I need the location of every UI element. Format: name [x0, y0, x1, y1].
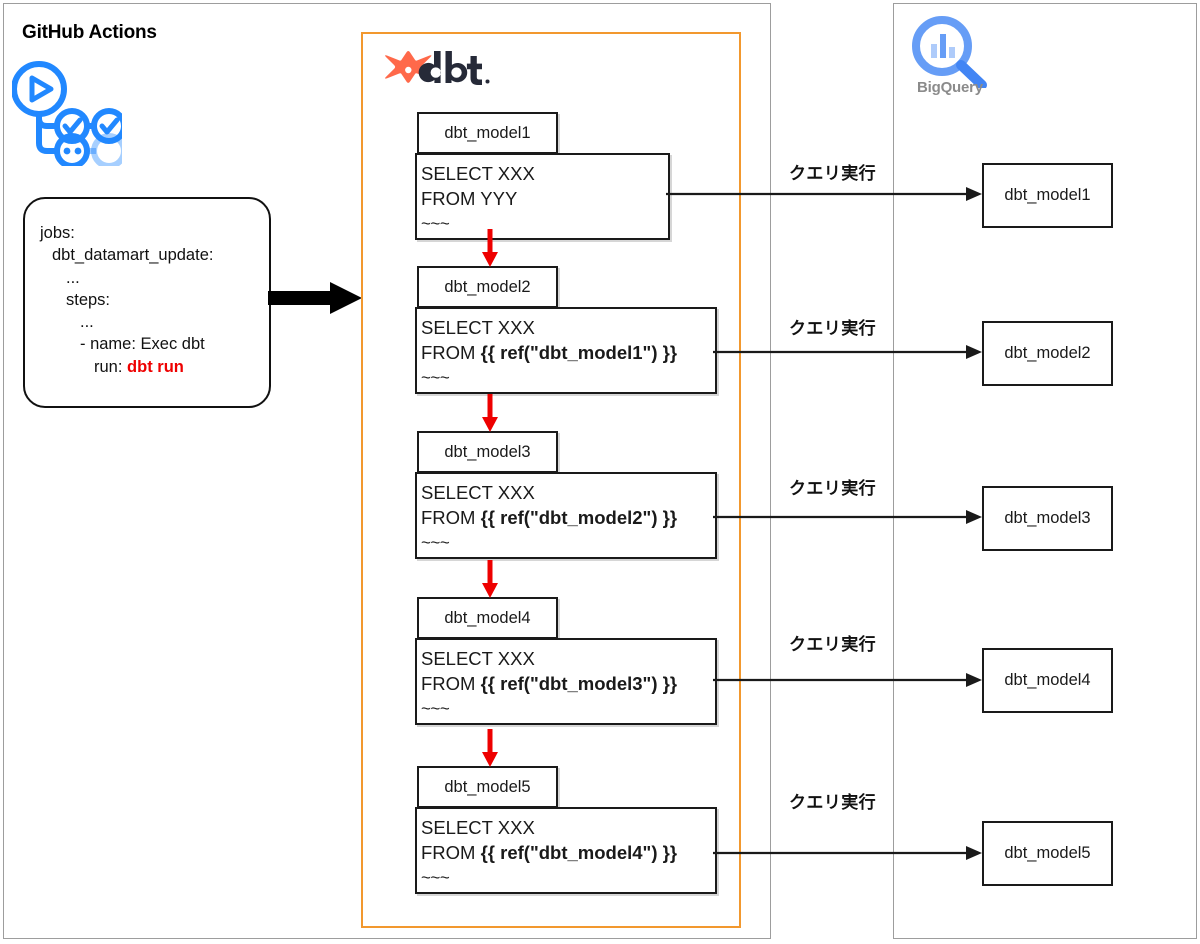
query-exec-label: クエリ実行 [789, 793, 876, 812]
sql-select-line: SELECT XXX [421, 648, 535, 669]
dbt-model-name: dbt_model3 [417, 431, 558, 473]
sql-ellipsis: ~~~ [421, 214, 450, 233]
query-exec-label: クエリ実行 [789, 319, 876, 338]
bigquery-table-box: dbt_model1 [982, 163, 1113, 228]
query-exec-label: クエリ実行 [789, 479, 876, 498]
sql-select-line: SELECT XXX [421, 482, 535, 503]
dependency-arrow-icon [479, 560, 501, 600]
yaml-line: - name: Exec dbt [80, 335, 205, 354]
bigquery-logo-label: BigQuery [917, 79, 983, 96]
dependency-arrow-icon [479, 394, 501, 434]
sql-ellipsis: ~~~ [421, 368, 450, 387]
bigquery-table-box: dbt_model4 [982, 648, 1113, 713]
yaml-line: dbt_datamart_update: [52, 246, 214, 265]
dbt-model-sql: SELECT XXX FROM {{ ref("dbt_model4") }} … [415, 807, 717, 894]
yaml-line: ... [80, 313, 94, 332]
github-actions-title: GitHub Actions [22, 22, 157, 43]
yaml-line: ... [66, 268, 80, 287]
bigquery-magnifier-icon [906, 14, 992, 90]
dbt-model-sql: SELECT XXX FROM {{ ref("dbt_model1") }} … [415, 307, 717, 394]
sql-from-ref: {{ ref("dbt_model4") }} [480, 841, 678, 863]
dbt-model-name: dbt_model5 [417, 766, 558, 808]
workflow-yaml-code: jobs: dbt_datamart_update: ... steps: ..… [40, 222, 213, 378]
sql-ellipsis: ~~~ [421, 533, 450, 552]
sql-from-prefix: FROM [421, 841, 481, 863]
yaml-run-command: dbt run [127, 357, 184, 376]
query-exec-label: クエリ実行 [789, 164, 876, 183]
sql-from-ref: {{ ref("dbt_model3") }} [480, 672, 678, 694]
query-exec-arrow-icon [713, 330, 986, 374]
sql-from-prefix: FROM [421, 187, 481, 209]
sql-ellipsis: ~~~ [421, 699, 450, 718]
query-exec-arrow-icon [666, 172, 986, 216]
sql-from-prefix: FROM [421, 506, 481, 528]
bigquery-table-box: dbt_model3 [982, 486, 1113, 551]
dbt-model-sql: SELECT XXX FROM {{ ref("dbt_model3") }} … [415, 638, 717, 725]
dbt-logo-icon [382, 47, 494, 93]
yaml-line: steps: [66, 290, 111, 309]
yaml-line: run: dbt run [40, 358, 184, 376]
yaml-line: jobs: [40, 224, 75, 242]
sql-from-ref: {{ ref("dbt_model2") }} [480, 506, 678, 528]
workflow-yaml-box [23, 197, 271, 408]
github-actions-icon [11, 58, 127, 169]
dbt-model-name: dbt_model4 [417, 597, 558, 639]
sql-from-prefix: FROM [421, 672, 481, 694]
sql-from-prefix: FROM [421, 341, 481, 363]
sql-from-ref: {{ ref("dbt_model1") }} [480, 341, 678, 363]
sql-select-line: SELECT XXX [421, 317, 535, 338]
dbt-model-sql: SELECT XXX FROM {{ ref("dbt_model2") }} … [415, 472, 717, 559]
query-exec-arrow-icon [713, 495, 986, 539]
sql-select-line: SELECT XXX [421, 163, 535, 184]
sql-ellipsis: ~~~ [421, 868, 450, 887]
sql-select-line: SELECT XXX [421, 817, 535, 838]
thick-right-arrow-icon [268, 281, 364, 315]
query-exec-label: クエリ実行 [789, 635, 876, 654]
dbt-model-name: dbt_model1 [417, 112, 558, 154]
bigquery-panel [893, 3, 1197, 939]
query-exec-arrow-icon [713, 658, 986, 702]
bigquery-table-box: dbt_model5 [982, 821, 1113, 886]
dbt-model-name: dbt_model2 [417, 266, 558, 308]
bigquery-table-box: dbt_model2 [982, 321, 1113, 386]
yaml-run-key: run: [94, 357, 128, 376]
dependency-arrow-icon [479, 729, 501, 769]
sql-from-source: YYY [480, 187, 518, 209]
query-exec-arrow-icon [713, 831, 986, 875]
dbt-model-sql: SELECT XXX FROM YYY ~~~ [415, 153, 670, 240]
dependency-arrow-icon [479, 229, 501, 269]
